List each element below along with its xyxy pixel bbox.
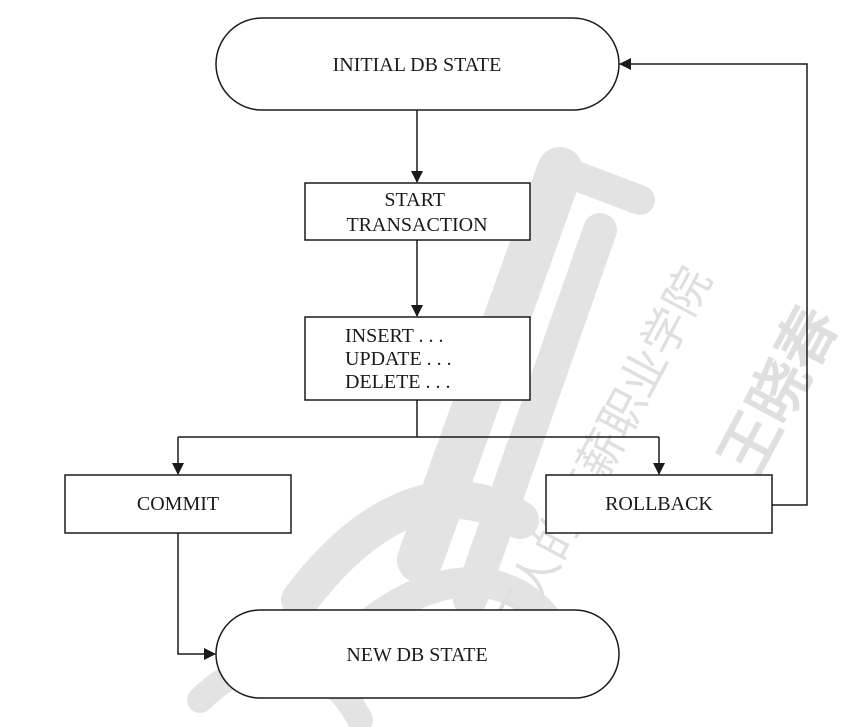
node-statements: INSERT . . . UPDATE . . . DELETE . . .	[304, 316, 531, 401]
node-new-db-state: NEW DB STATE	[215, 609, 620, 699]
node-start-line-2: TRANSACTION	[346, 214, 487, 236]
node-commit-label: COMMIT	[137, 493, 219, 515]
node-statements-line-delete: DELETE . . .	[345, 371, 451, 393]
connectors	[172, 58, 808, 660]
node-start-text: START TRANSACTION	[346, 189, 487, 236]
node-new-state-label: NEW DB STATE	[346, 644, 487, 666]
node-initial-label: INITIAL DB STATE	[333, 54, 502, 76]
node-initial-db-state: INITIAL DB STATE	[215, 17, 620, 111]
watermark-author-text: 王晓春	[706, 295, 843, 487]
node-statements-text: INSERT . . . UPDATE . . . DELETE . . .	[345, 325, 457, 393]
node-rollback-label: ROLLBACK	[605, 493, 713, 515]
node-commit: COMMIT	[64, 474, 292, 534]
node-statements-line-insert: INSERT . . .	[345, 325, 443, 347]
node-statements-line-update: UPDATE . . .	[345, 348, 452, 370]
node-start-transaction: START TRANSACTION	[304, 182, 531, 241]
node-start-line-1: START	[384, 189, 444, 211]
edge-commit-to-new-state	[177, 533, 216, 660]
node-rollback: ROLLBACK	[545, 474, 773, 534]
edge-statements-branch	[178, 400, 659, 438]
edge-rollback-to-initial	[619, 58, 808, 506]
